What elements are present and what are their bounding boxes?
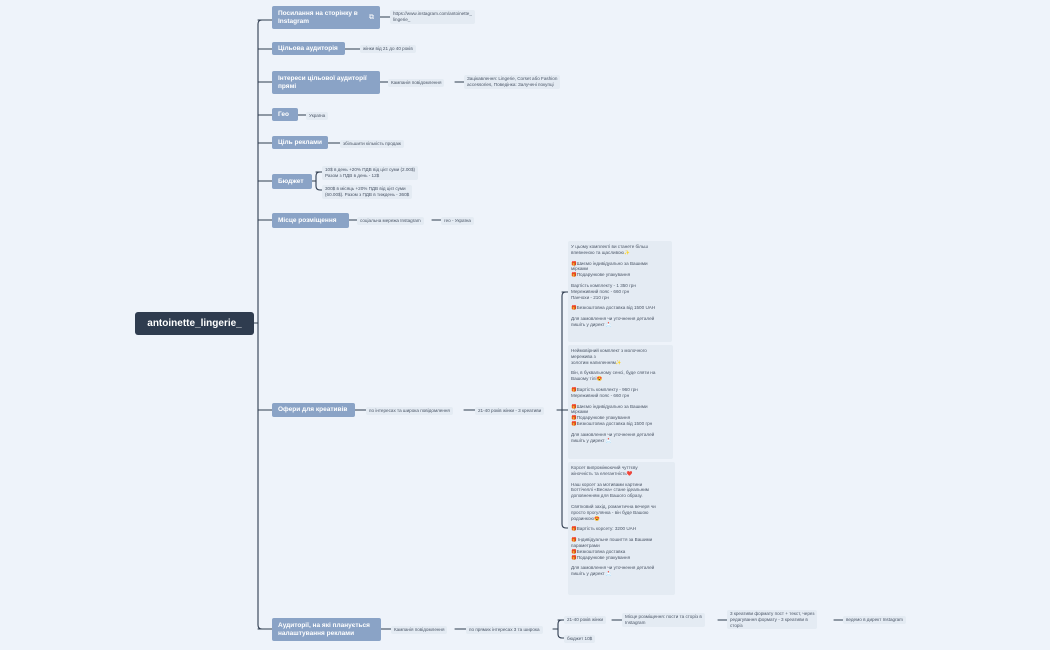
branch-interests[interactable]: Інтереси цільової аудиторії прямі <box>272 71 380 94</box>
branch-audiences-setup[interactable]: Аудиторії, на які планується налаштуванн… <box>272 618 381 641</box>
geo-value-leaf[interactable]: Україна <box>306 112 329 120</box>
interests-value-leaf[interactable]: Зацікавлення: Lingerie, Corset або Fashi… <box>464 75 561 89</box>
creative-box-2[interactable]: Неймовірний комплект з молочного мережив… <box>568 345 673 459</box>
placement-network-leaf[interactable]: соціальна мережа Instagram <box>357 217 424 225</box>
interests-campaign-leaf[interactable]: Кампанія повідомлення <box>388 79 445 87</box>
goal-value-leaf[interactable]: збільшити кількість продаж <box>340 140 404 148</box>
branch-geo[interactable]: Гео <box>272 108 298 121</box>
aud-campaign-leaf[interactable]: Кампанія повідомлення <box>391 626 448 634</box>
budget-monthly-leaf[interactable]: 300$ в місяць +20% ПДВ від цієї суми (60… <box>322 185 413 199</box>
audience-value-leaf[interactable]: жінки від 21 до 40 років <box>360 45 416 53</box>
branch-placement[interactable]: Місце розміщення <box>272 213 349 228</box>
budget-daily-leaf[interactable]: 10$ в день +20% ПДВ від цієї суми (2.00$… <box>322 166 419 180</box>
offers-audience-leaf[interactable]: 21-40 років жінки - 3 креативи <box>475 407 545 415</box>
aud-age-leaf[interactable]: 21-40 років жінки <box>564 616 607 624</box>
creative-box-3[interactable]: Корсет випромінюючий чуттєву жіночність … <box>568 462 675 595</box>
offers-interests-leaf[interactable]: по інтересах та широка повідомлення <box>366 407 453 415</box>
branch-budget[interactable]: Бюджет <box>272 174 312 189</box>
branch-instagram-link[interactable]: Посилання на сторінку в Instagram ⧉ <box>272 6 380 29</box>
aud-creatives-leaf[interactable]: 3 креативи формату пост + текст, через р… <box>727 610 818 630</box>
branch-offers[interactable]: Офери для креативів <box>272 403 355 417</box>
branch-audience[interactable]: Цільова аудиторія <box>272 42 345 55</box>
aud-placement-leaf[interactable]: Місце розміщення: пости та сторіз в Inst… <box>622 613 705 627</box>
placement-geo-leaf[interactable]: гео - Україна <box>441 217 474 225</box>
aud-budget-leaf[interactable]: бюджет 10$ <box>564 635 596 643</box>
branch-label: Посилання на сторінку в Instagram <box>278 9 358 25</box>
aud-lead-leaf[interactable]: ведемо в директ Instagram <box>843 616 907 624</box>
root-node[interactable]: antoinette_lingerie_ <box>135 312 254 335</box>
instagram-url-leaf[interactable]: https://www.instagram.com/antoinette_ li… <box>390 10 475 24</box>
creative-box-1[interactable]: У цьому комплекті ви станете більш впевн… <box>568 241 672 342</box>
aud-interests-leaf[interactable]: по прямих інтересах 3 та широка <box>466 626 543 634</box>
branch-ad-goal[interactable]: Ціль реклами <box>272 136 328 149</box>
external-link-icon[interactable]: ⧉ <box>369 13 374 21</box>
